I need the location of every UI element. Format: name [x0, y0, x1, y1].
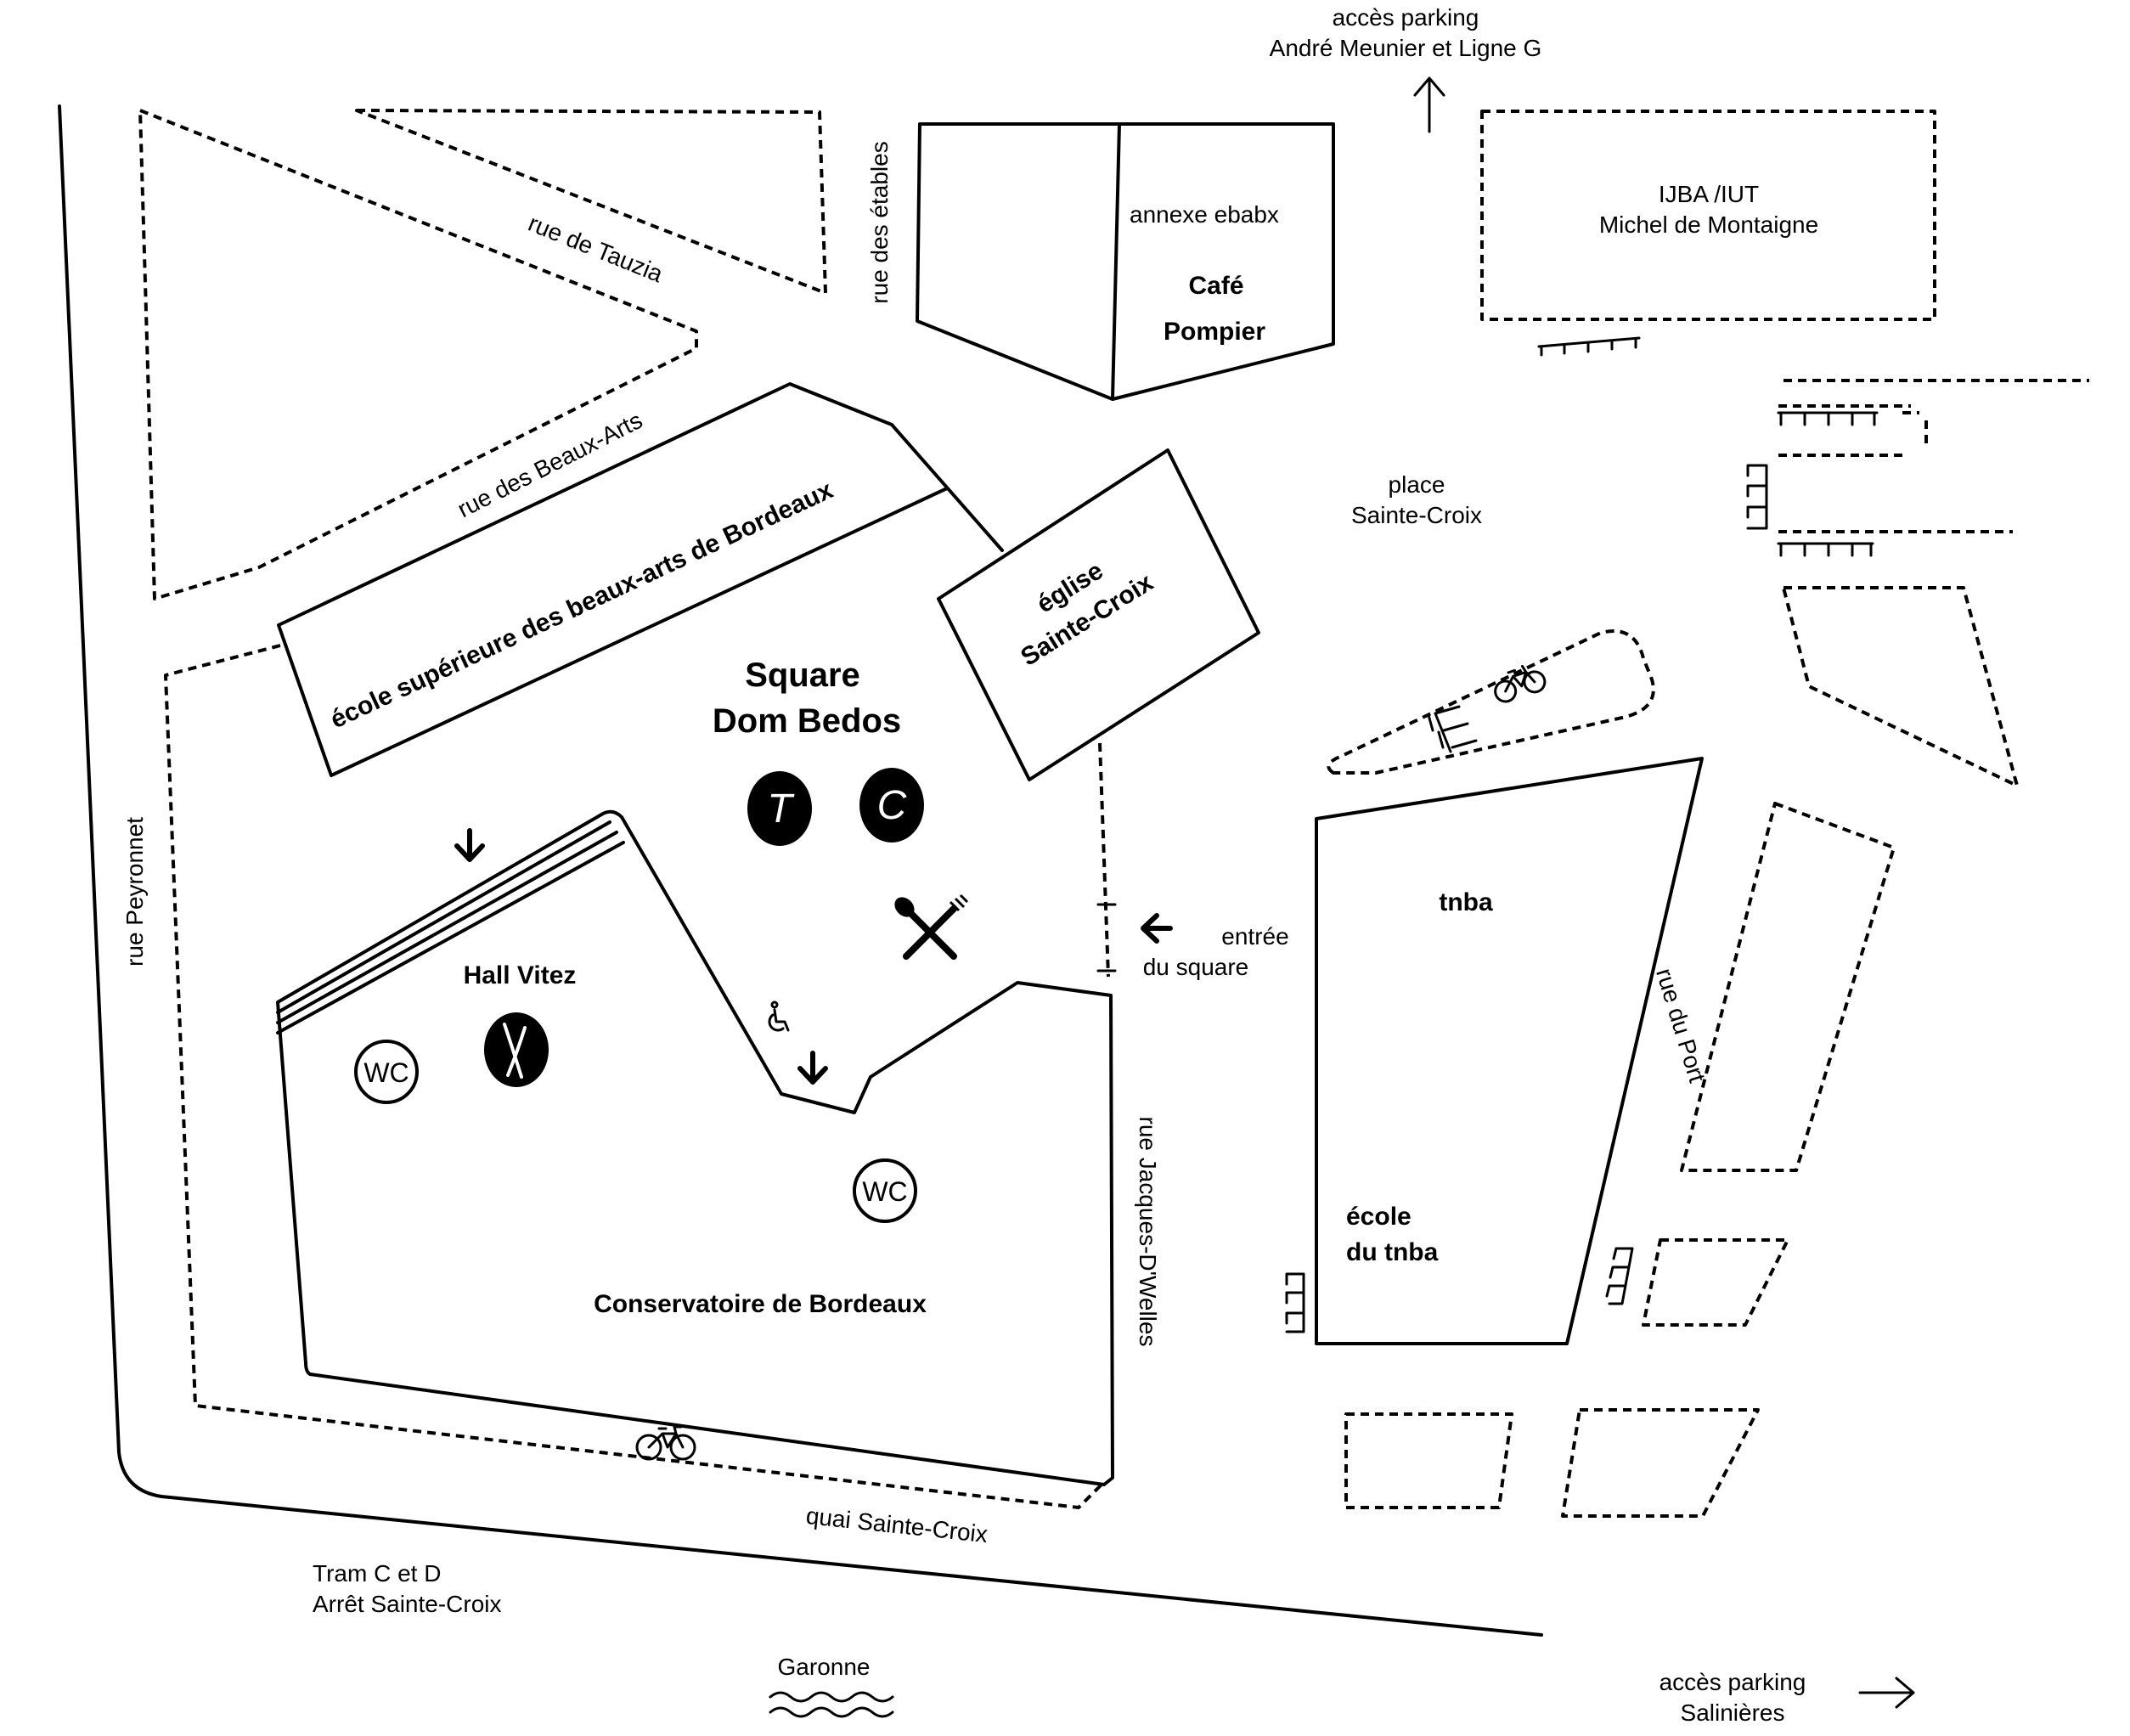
hall-vitez-stripe: [276, 820, 625, 1034]
building-tnba: [1315, 757, 1704, 1345]
circle-marker-t: T: [747, 771, 812, 846]
island-bike-parking: [1327, 629, 1655, 775]
arrow-down-icon: [454, 828, 485, 862]
svg-text:C: C: [877, 783, 907, 828]
arrow-right-icon: [1858, 1677, 1915, 1709]
block-small-bottom-2: [1561, 1408, 1760, 1518]
building-ijba-iut: [1480, 110, 1936, 321]
place-label: Sainte-Croix: [1351, 502, 1482, 528]
street-name-rue-du-port: rue du Port: [1651, 965, 1710, 1085]
block-small-bottom-1: [1344, 1412, 1513, 1509]
street-inner-dashed-left: [164, 644, 1106, 1509]
building-ecole-beaux-arts: [277, 382, 1004, 777]
square-title: Square: [745, 657, 860, 694]
parking-right-label: accès parking: [1659, 1669, 1806, 1695]
bicycle-icon: [635, 1425, 696, 1461]
arrow-up-icon: [1413, 76, 1445, 133]
building-annexe-divider: [1111, 122, 1121, 401]
street-jacques-dashed: [1098, 742, 1110, 978]
bike-rack-icon: [1746, 464, 1768, 530]
building-label-ecole-tnba: école: [1346, 1203, 1412, 1231]
building-conservatoire: [276, 809, 1114, 1486]
building-label-tnba: tnba: [1439, 888, 1493, 916]
building-label-pompier: Pompier: [1164, 318, 1265, 346]
bike-rack-icon: [1777, 542, 1874, 557]
block-small-right-1: [1642, 1238, 1789, 1327]
square-title: Dom Bedos: [713, 702, 901, 740]
restaurant-icon: [894, 893, 969, 960]
street-peyronnet-edge: [58, 104, 1543, 1637]
bike-rack-icon: [1285, 1272, 1305, 1333]
parking-right-label: Salinières: [1681, 1699, 1785, 1726]
building-label-cafe: Café: [1188, 272, 1243, 300]
building-label-ecole-beaux-arts: école supérieure des beaux-arts de Borde…: [326, 476, 837, 734]
bike-rack-icon: [1605, 1247, 1634, 1305]
bike-rack-icon: [1777, 411, 1879, 426]
river-label-garonne: Garonne: [778, 1654, 871, 1680]
wc-icon: WC: [853, 1158, 917, 1223]
svg-text:WC: WC: [862, 1176, 907, 1207]
bike-rack-icon: [1537, 336, 1641, 357]
svg-text:T: T: [767, 786, 795, 831]
block-top-left-triangle: [138, 109, 698, 600]
block-top-small-triangle: [355, 109, 827, 295]
arrow-down-icon: [797, 1051, 828, 1085]
parking-top-label: accès parking: [1333, 4, 1479, 31]
block-right-wedge: [1782, 586, 2019, 787]
svg-text:WC: WC: [363, 1057, 409, 1088]
street-name-rue-peyronnet: rue Peyronnet: [121, 817, 148, 967]
place-label: place: [1389, 471, 1445, 498]
street-name-quai-sainte-croix: quai Sainte-Croix: [805, 1502, 989, 1547]
building-label-conservatoire: Conservatoire de Bordeaux: [594, 1290, 927, 1318]
building-label-annexe: annexe ebabx: [1130, 201, 1279, 228]
bike-rack-icon: [1427, 705, 1478, 753]
tram-stop-label: Tram C et D: [313, 1560, 441, 1587]
block-rue-du-port: [1680, 802, 1896, 1172]
water-waves-icon: [769, 1691, 894, 1718]
street-name-rue-jacques-dwelles: rue Jacques-D'Welles: [1135, 1117, 1161, 1347]
entrance-label: du square: [1143, 954, 1249, 980]
building-label-ijba: Michel de Montaigne: [1599, 211, 1818, 238]
tram-stop-label: Arrêt Sainte-Croix: [313, 1591, 502, 1617]
building-label-ijba: IJBA /IUT: [1659, 181, 1759, 207]
wheelchair-icon: [768, 1000, 790, 1032]
wc-icon: WC: [354, 1040, 419, 1104]
street-name-rue-des-etables: rue des étables: [866, 141, 893, 303]
building-annexe-ebabx: [916, 122, 1335, 401]
entrance-label: entrée: [1221, 923, 1288, 950]
building-label-hall-vitez: Hall Vitez: [464, 961, 577, 989]
building-label-ecole-tnba: du tnba: [1346, 1238, 1439, 1266]
bicycle-icon: [1494, 664, 1547, 703]
arrow-left-icon: [1141, 913, 1173, 944]
building-eglise-sainte-croix: [937, 448, 1260, 781]
circle-marker-c: C: [859, 768, 924, 843]
parking-row-2: [1778, 404, 1919, 457]
parking-top-label: André Meunier et Ligne G: [1270, 35, 1542, 61]
no-entry-icon: [484, 1012, 549, 1087]
